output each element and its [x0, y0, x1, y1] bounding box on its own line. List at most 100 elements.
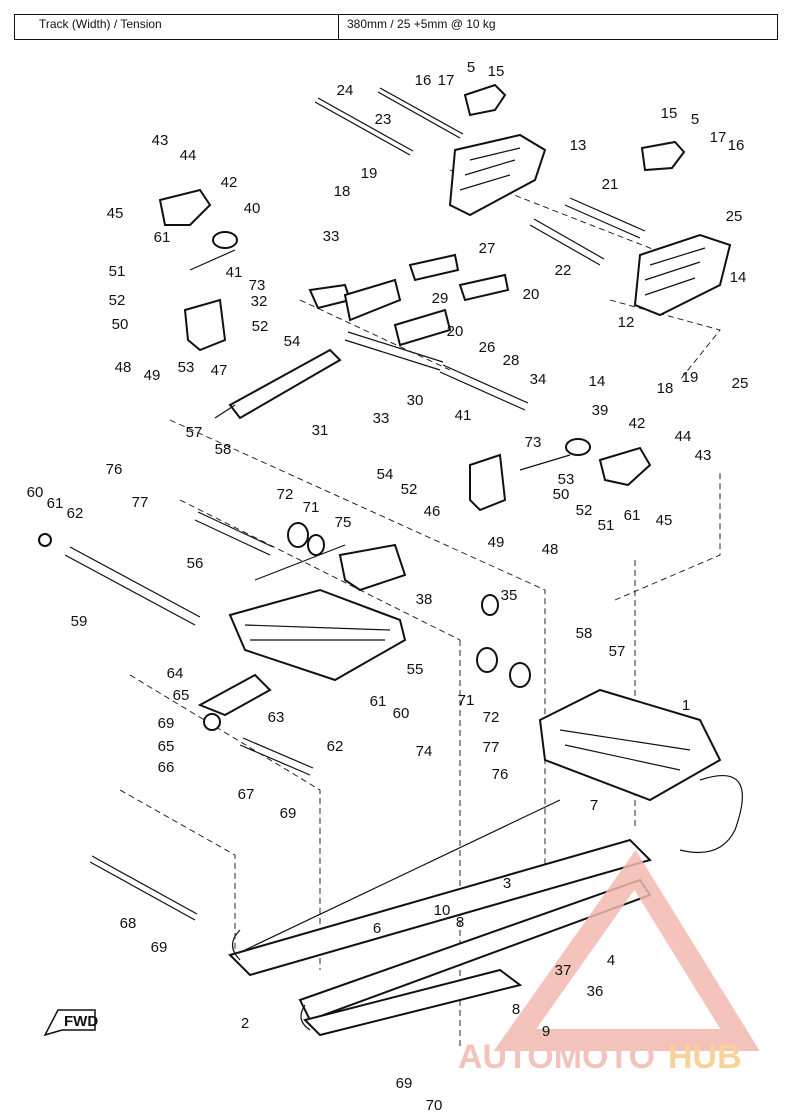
- callout-label: 26: [479, 339, 496, 356]
- callout-label: 16: [728, 137, 745, 154]
- callout-label: 43: [695, 447, 712, 464]
- callout-label: 35: [501, 587, 518, 604]
- idler-wheels: [476, 594, 531, 688]
- callout-label: 14: [730, 269, 747, 286]
- callout-label: 4: [607, 952, 615, 969]
- callout-label: 61: [370, 693, 387, 710]
- rear-arm-assembly: [194, 511, 407, 682]
- callout-label: 77: [132, 494, 149, 511]
- callout-label: 58: [576, 625, 593, 642]
- callout-label: 73: [525, 434, 542, 451]
- callout-label: 18: [334, 183, 351, 200]
- callout-label: 61: [624, 507, 641, 524]
- callout-label: 54: [377, 466, 394, 483]
- callout-label: 50: [112, 316, 129, 333]
- callout-label: 33: [373, 410, 390, 427]
- callout-label: 24: [337, 82, 354, 99]
- callout-label: 69: [396, 1075, 413, 1092]
- callout-label: 12: [618, 314, 635, 331]
- callout-label: 53: [178, 359, 195, 376]
- spec-label: Track (Width) / Tension: [15, 15, 339, 39]
- callout-label: 70: [426, 1097, 443, 1114]
- front-arm-bracket: [448, 83, 547, 217]
- callout-label: 57: [609, 643, 626, 660]
- callout-label: 62: [327, 738, 344, 755]
- spec-value: 380mm / 25 +5mm @ 10 kg: [347, 17, 496, 31]
- callout-label: 22: [555, 262, 572, 279]
- watermark-text-2: HUB: [668, 1038, 742, 1076]
- callout-label: 5: [467, 59, 475, 76]
- callout-label: 42: [221, 174, 238, 191]
- callout-label: 76: [492, 766, 509, 783]
- callout-label: 3: [503, 875, 511, 892]
- callout-label: 71: [303, 499, 320, 516]
- callout-label: 21: [602, 176, 619, 193]
- callout-label: 19: [682, 369, 699, 386]
- callout-label: 57: [186, 424, 203, 441]
- left-spring-group: [158, 188, 352, 352]
- callout-label: 13: [570, 137, 587, 154]
- fwd-arrow: FWD: [43, 1009, 98, 1037]
- callout-label: 52: [401, 481, 418, 498]
- callout-label: 52: [576, 502, 593, 519]
- callout-label: 74: [416, 743, 433, 760]
- watermark-logo: AUTOMOTO HUB: [458, 850, 760, 1076]
- center-links: [343, 253, 529, 411]
- callout-label: 61: [154, 229, 171, 246]
- callout-label: 8: [512, 1001, 520, 1018]
- callout-label: 69: [158, 715, 175, 732]
- callout-label: 44: [675, 428, 692, 445]
- callout-label: 40: [244, 200, 261, 217]
- callout-label: 52: [109, 292, 126, 309]
- callout-label: 49: [144, 367, 161, 384]
- callout-label: 17: [710, 129, 727, 146]
- callout-label: 65: [173, 687, 190, 704]
- callout-label: 48: [542, 541, 559, 558]
- callout-label: 60: [27, 484, 44, 501]
- callout-label: 48: [115, 359, 132, 376]
- callout-label: 23: [375, 111, 392, 128]
- callout-label: 1: [682, 697, 690, 714]
- track-guide: [538, 688, 743, 854]
- callout-label: 9: [542, 1023, 550, 1040]
- callout-label: 30: [407, 392, 424, 409]
- callout-label: 44: [180, 147, 197, 164]
- callout-label: 67: [238, 786, 255, 803]
- callout-label: 63: [268, 709, 285, 726]
- slide-rails: [228, 799, 652, 1037]
- spec-table: Track (Width) / Tension 380mm / 25 +5mm …: [14, 14, 778, 40]
- callout-label: 2: [241, 1015, 249, 1032]
- callout-label: 65: [158, 738, 175, 755]
- callout-label: 68: [120, 915, 137, 932]
- callout-label: 7: [590, 797, 598, 814]
- callout-label: 29: [432, 290, 449, 307]
- callout-label: 42: [629, 415, 646, 432]
- callout-label: 47: [211, 362, 228, 379]
- callout-label: 66: [158, 759, 175, 776]
- callout-label: 51: [598, 517, 615, 534]
- callout-label: 34: [530, 371, 547, 388]
- callout-label: 17: [438, 72, 455, 89]
- callout-label: 51: [109, 263, 126, 280]
- callout-label: 16: [415, 72, 432, 89]
- callout-label: 46: [424, 503, 441, 520]
- callout-label: 55: [407, 661, 424, 678]
- callout-label: 20: [523, 286, 540, 303]
- callout-label: 10: [434, 902, 451, 919]
- callout-label: 31: [312, 422, 329, 439]
- rear-bracket: [633, 140, 732, 317]
- callout-label: 14: [589, 373, 606, 390]
- callout-label: 71: [458, 692, 475, 709]
- callout-label: 49: [488, 534, 505, 551]
- callout-label: 69: [280, 805, 297, 822]
- callout-label: 39: [592, 402, 609, 419]
- callout-label: 75: [335, 514, 352, 531]
- callout-label: 53: [558, 471, 575, 488]
- shock-absorber: [214, 348, 342, 420]
- right-spring-group: [469, 438, 652, 512]
- callout-label: 36: [587, 983, 604, 1000]
- callout-label: 64: [167, 665, 184, 682]
- rear-idler-arm: [197, 673, 314, 776]
- callout-label: 25: [732, 375, 749, 392]
